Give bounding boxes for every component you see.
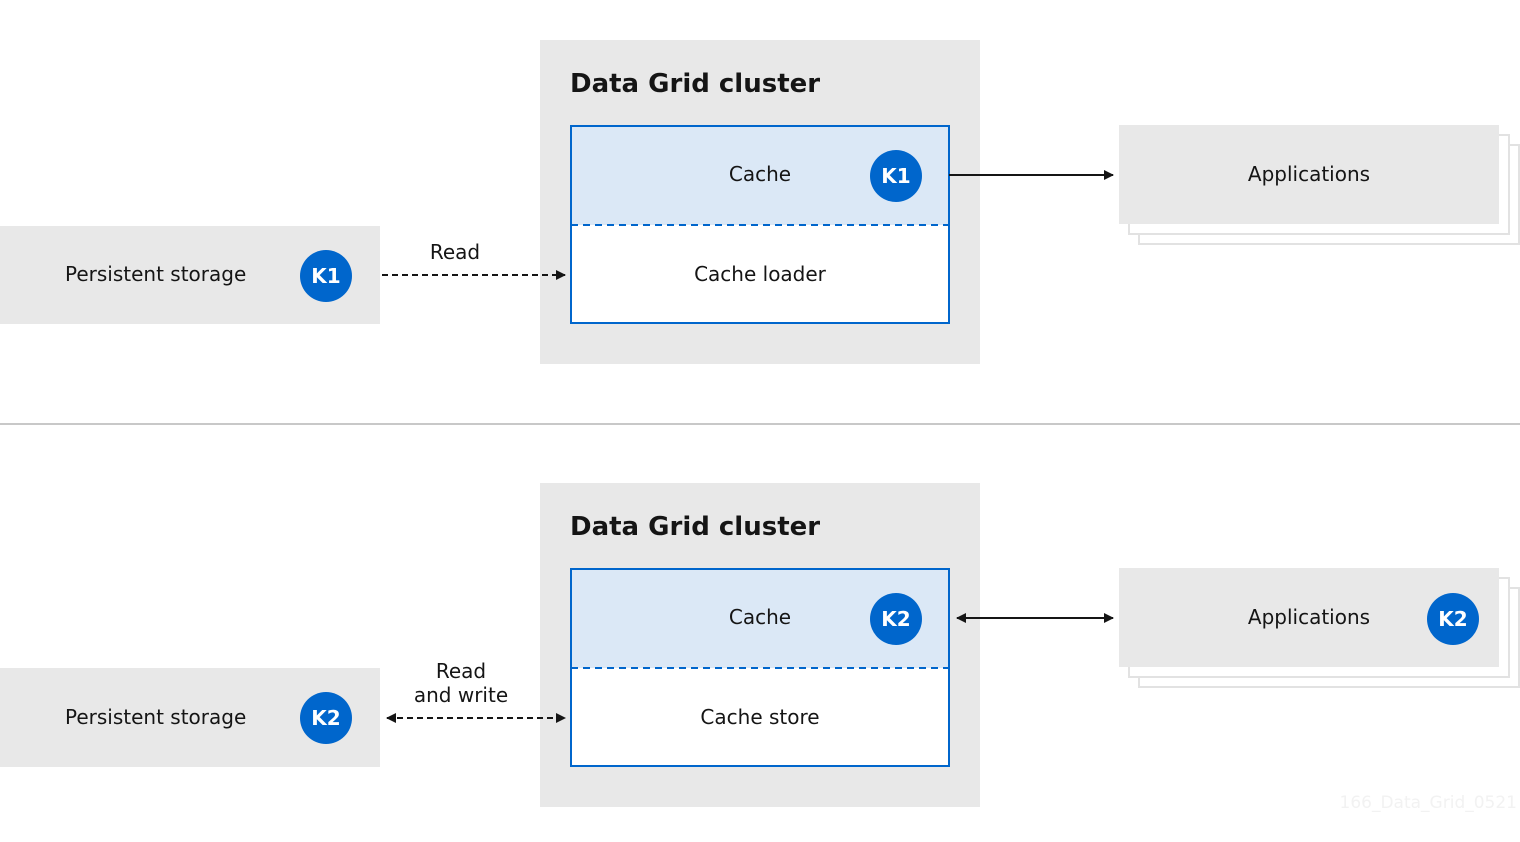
top-cache-badge-label: K1: [881, 164, 910, 188]
bottom-storage-badge: K2: [300, 692, 352, 744]
bottom-storage-label: Persistent storage: [65, 705, 246, 729]
bottom-store-section: [571, 668, 949, 766]
top-storage-badge-circle: [300, 250, 352, 302]
bottom-cluster-title: Data Grid cluster: [570, 512, 820, 542]
top-applications-label: Applications: [1248, 162, 1370, 186]
bottom-cache-badge-label: K2: [881, 607, 910, 631]
watermark-label: 166_Data_Grid_0521: [1340, 793, 1517, 813]
bottom-applications-label: Applications: [1248, 605, 1370, 629]
bottom-cache-badge-circle: [870, 593, 922, 645]
bottom-storage-badge-label: K2: [311, 706, 340, 730]
top-applications-stack: Applications: [1119, 125, 1520, 245]
top-section: Data Grid cluster Cache K1 Cache loader …: [0, 40, 1520, 364]
top-cache-badge-circle: [870, 150, 922, 202]
bottom-applications-badge: K2: [1427, 593, 1479, 645]
top-storage-badge-label: K1: [311, 264, 340, 288]
bottom-section: Data Grid cluster Cache K2 Cache store P…: [0, 483, 1520, 807]
bottom-store-label: Cache store: [700, 705, 819, 729]
bottom-write-label: and write: [414, 683, 508, 707]
top-storage-badge: K1: [300, 250, 352, 302]
bottom-applications-stack: Applications K2: [1119, 568, 1520, 688]
bottom-cache-label: Cache: [729, 605, 791, 629]
top-loader-section: [571, 225, 949, 323]
top-cluster-title: Data Grid cluster: [570, 69, 820, 99]
bottom-cache-badge: K2: [870, 593, 922, 645]
bottom-applications-badge-label: K2: [1438, 607, 1467, 631]
top-cache-label: Cache: [729, 162, 791, 186]
bottom-read-label: Read: [436, 659, 486, 683]
top-storage-label: Persistent storage: [65, 262, 246, 286]
top-applications-panel: [1119, 125, 1499, 224]
top-read-label: Read: [430, 240, 480, 264]
top-loader-label: Cache loader: [694, 262, 827, 286]
bottom-storage-badge-circle: [300, 692, 352, 744]
bottom-applications-badge-circle: [1427, 593, 1479, 645]
top-cache-badge: K1: [870, 150, 922, 202]
